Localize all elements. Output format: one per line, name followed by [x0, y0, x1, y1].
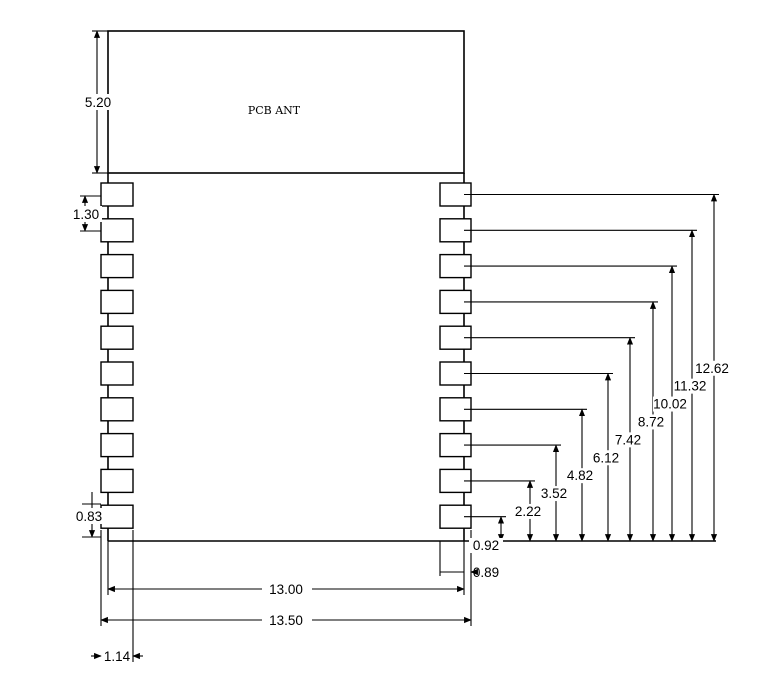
left-pad	[100, 397, 134, 422]
right-dimension-label: 7.42	[615, 432, 641, 447]
dim-body-width-label: 13.00	[269, 582, 303, 597]
dim-pad-length: 1.14	[91, 530, 143, 664]
dim-pad-offset: 0.89	[439, 541, 499, 580]
left-pad	[100, 468, 134, 494]
dim-overall-width: 13.50	[100, 530, 472, 628]
right-dimension-stack: 0.92 2.223.524.826.12 7.42 8.72 10.02 11.32 12…	[464, 193, 729, 553]
right-dimension: 10.02	[464, 265, 687, 542]
right-pad-column	[439, 182, 472, 529]
left-pad	[100, 289, 134, 315]
right-dimension: 12.62	[464, 193, 729, 542]
dim-antenna-height: 5.20	[84, 30, 112, 174]
left-pad	[100, 218, 134, 243]
right-dimension-label: 8.72	[638, 414, 664, 429]
right-dimension: 6.12	[464, 372, 623, 542]
left-pad	[100, 253, 134, 279]
right-dimension-label: 6.12	[593, 450, 619, 465]
left-pad	[100, 182, 134, 207]
dim-bottom-pad-height: 0.83	[72, 492, 106, 538]
antenna-label: PCB ANT	[248, 104, 301, 117]
left-pad	[100, 325, 134, 350]
dim-body-width: 13.00	[107, 541, 465, 597]
left-pad-column	[100, 182, 134, 529]
left-pad	[100, 432, 134, 458]
right-dimension-label: 11.32	[674, 379, 707, 394]
right-dimension: 2.22	[464, 480, 545, 542]
right-dimension: 0.92	[464, 515, 506, 553]
dim-overall-width-label: 13.50	[269, 613, 303, 628]
right-dimension-label: 12.62	[695, 361, 729, 376]
right-dimension: 11.32	[464, 229, 707, 542]
right-dimension-label: 0.92	[473, 538, 499, 553]
left-pad	[100, 361, 134, 386]
antenna-area	[107, 30, 465, 174]
dim-pad-pitch: 1.30	[68, 195, 102, 232]
right-dimension-label: 4.82	[567, 468, 593, 483]
dim-pad-length-label: 1.14	[104, 649, 131, 664]
dim-antenna-height-label: 5.20	[85, 95, 111, 110]
dim-pad-offset-label: 0.89	[473, 565, 499, 580]
right-dimension: 4.82	[464, 408, 597, 542]
dim-bottom-pad-height-label: 0.83	[76, 509, 102, 524]
right-dimension-label: 3.52	[541, 486, 567, 501]
right-dimension-label: 10.02	[653, 397, 687, 412]
right-dimension: 3.52	[464, 444, 571, 542]
dim-pad-pitch-label: 1.30	[73, 207, 99, 222]
right-dimension-label: 2.22	[515, 504, 541, 519]
right-dimension: 8.72	[464, 301, 668, 542]
module-outline: PCB ANT	[107, 30, 716, 542]
right-dimension: 7.42	[464, 336, 645, 542]
